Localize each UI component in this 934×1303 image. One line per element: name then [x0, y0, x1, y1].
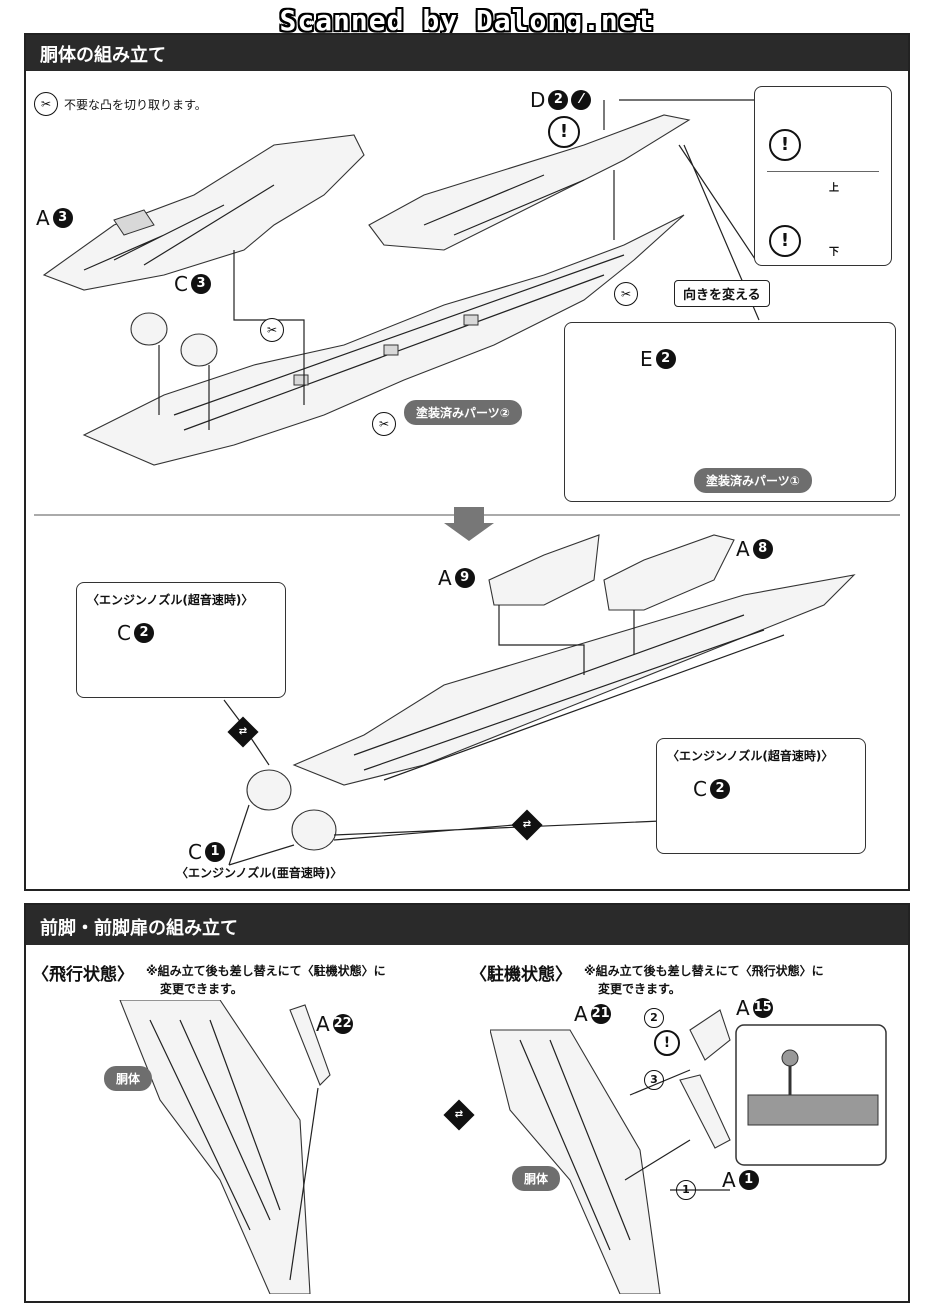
assembled-fuselage-shape [292, 574, 856, 786]
painted-part-1-tag: 塗装済みパーツ① [694, 468, 812, 493]
nozzle-super-callout-left: 〈エンジンノズル(超音速時)〉 C 2 [76, 582, 286, 698]
part-c3-shapes [130, 312, 218, 430]
section-title-2: 前脚・前脚扉の組み立て [26, 905, 908, 945]
flight-state-heading: 〈飛行状態〉 [32, 965, 134, 985]
step-3-marker: 3 [644, 1070, 664, 1090]
part-label-e2: E 2 [640, 347, 676, 371]
rotate-tag: 向きを変える [674, 280, 770, 307]
part-a3-shape [42, 134, 365, 291]
part-label-c1: C 1 [188, 840, 225, 864]
warning-parked: ! [654, 1030, 680, 1056]
nozzle-super-callout-right: 〈エンジンノズル(超音速時)〉 C 2 [656, 738, 866, 854]
parked-state-note-2: 変更できます。 [598, 982, 681, 996]
top-label: 上 [829, 183, 839, 194]
part-label-a3: A 3 [36, 206, 73, 230]
cut-note: ✂ 不要な凸を切り取ります。 [34, 92, 207, 116]
cut-note-text: 不要な凸を切り取ります。 [64, 97, 207, 112]
part-label-d2: D 2 ⁄ [530, 88, 592, 112]
swap-icon: ⇄ [511, 809, 543, 841]
part-label-c2b: C 2 [693, 777, 730, 801]
parked-state-diagram [490, 1009, 887, 1294]
swap-icon: ⇄ [227, 716, 259, 748]
part-label-a8: A 8 [736, 537, 773, 561]
scan-watermark: Scanned by Dalong.net [279, 4, 655, 37]
warning-d2: ! [548, 116, 580, 148]
part-label-c2a: C 2 [117, 621, 154, 645]
warning-icon: ! [769, 129, 801, 161]
fuselage-tag-parked: 胴体 [512, 1166, 561, 1191]
d2-detail-callout: ! 上 ! 下 [754, 86, 892, 266]
cut-marker-2: ✂ [614, 282, 638, 306]
parked-state-heading: 〈駐機状態〉 [470, 965, 572, 985]
nozzle-super-label: 〈エンジンノズル(超音速時)〉 [87, 593, 254, 607]
warning-icon: ! [654, 1030, 680, 1056]
warning-icon: ! [769, 225, 801, 257]
cut-marker-1: ✂ [260, 318, 284, 342]
fuselage-tag-flight: 胴体 [104, 1066, 153, 1091]
flight-state-diagram [119, 1000, 331, 1294]
section-title: 胴体の組み立て [26, 35, 908, 71]
main-fuselage-shape [82, 214, 685, 466]
bottom-label: 下 [829, 247, 839, 258]
nipper-icon: ✂ [34, 92, 58, 116]
warning-icon: ! [548, 116, 580, 148]
part-label-a21: A 21 [574, 1002, 611, 1026]
painted-part-2-tag: 塗装済みパーツ② [404, 400, 522, 425]
paint-icon: ⁄ [571, 90, 592, 110]
parked-state-note-1: ※組み立て後も差し替えにて〈飛行状態〉に [584, 964, 824, 978]
part-label-a22: A 22 [316, 1012, 353, 1036]
e2-detail-callout [564, 322, 896, 502]
part-label-a15: A 15 [736, 996, 773, 1020]
flight-state-note-2: 変更できます。 [160, 982, 243, 996]
cut-marker-3: ✂ [372, 412, 396, 436]
nipper-icon: ✂ [614, 282, 638, 306]
flight-state-note-1: ※組み立て後も差し替えにて〈駐機状態〉に [146, 964, 386, 978]
step-1-marker: 1 [676, 1180, 696, 1200]
step-2-marker: 2 [644, 1008, 664, 1028]
part-label-c3: C 3 [174, 272, 211, 296]
nipper-icon: ✂ [372, 412, 396, 436]
nozzle-super-label-b: 〈エンジンノズル(超音速時)〉 [667, 749, 834, 763]
part-label-a1: A 1 [722, 1168, 759, 1192]
nozzle-sub-label: 〈エンジンノズル(亜音速時)〉 [176, 866, 343, 880]
swap-icon: ⇄ [443, 1099, 475, 1131]
part-label-a9: A 9 [438, 566, 475, 590]
nipper-icon: ✂ [260, 318, 284, 342]
part-d2-shape [368, 114, 691, 251]
